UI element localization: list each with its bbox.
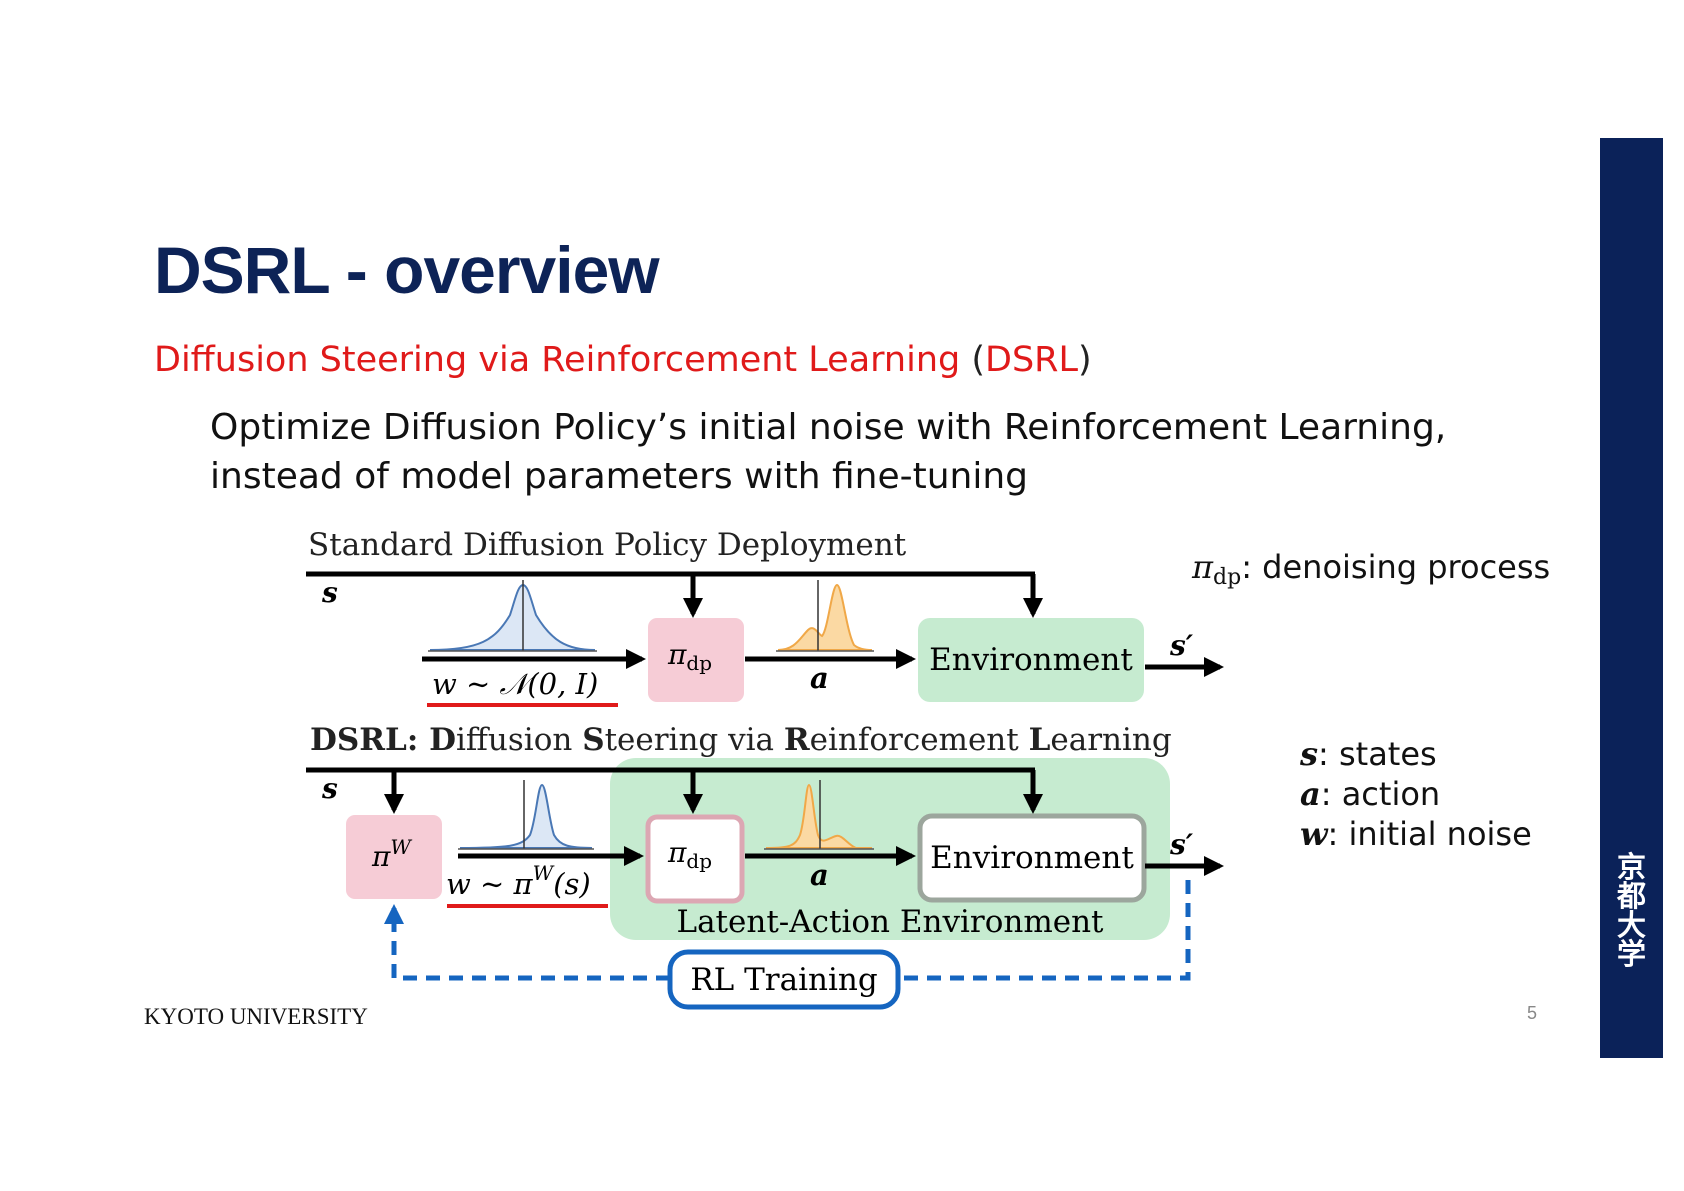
bottom-noise-label: w ∼ πW(s) [446, 861, 591, 901]
legend-action: a: action [1300, 775, 1441, 813]
subtitle-term: Diffusion Steering via Reinforcement Lea… [154, 340, 961, 380]
slide-title: DSRL - overview [154, 233, 660, 307]
steered-noise-curve [459, 783, 593, 849]
steer-policy-label: πW [371, 835, 412, 873]
legend-initial-noise: w: initial noise [1300, 815, 1532, 853]
bottom-state-label: s [321, 772, 338, 805]
bottom-env-box [917, 813, 1147, 903]
action-distribution-curve [777, 583, 873, 651]
top-noise-label: w ∼ 𝒩(0, I) [432, 667, 598, 701]
page-number: 5 [1527, 1003, 1538, 1023]
top-policy-box [648, 618, 744, 702]
rl-training-label: RL Training [690, 962, 877, 998]
subtitle-open-paren: ( [960, 340, 986, 380]
subtitle: Diffusion Steering via Reinforcement Lea… [154, 340, 1092, 380]
body-line-2: instead of model parameters with fine-tu… [210, 456, 1028, 497]
bottom-action-label: a [810, 858, 829, 892]
legend-states: s: states [1300, 735, 1437, 773]
university-side-bar [1600, 138, 1663, 1058]
bottom-policy-label: πdp [667, 836, 712, 873]
top-diagram-title: Standard Diffusion Policy Deployment [308, 527, 907, 563]
rl-training-box [667, 949, 901, 1010]
rl-feedback-dashed-right [900, 880, 1191, 981]
steer-policy-box [346, 815, 442, 899]
subtitle-abbr: DSRL [985, 340, 1079, 380]
top-env-box [918, 618, 1144, 702]
bottom-diagram-title: DSRL: Diffusion Steering via Reinforceme… [310, 722, 1172, 758]
bottom-policy-box [645, 814, 745, 904]
bottom-action-distribution-curve [765, 783, 872, 849]
subtitle-close-paren: ) [1078, 340, 1092, 380]
gaussian-noise-curve [429, 583, 596, 651]
rl-feedback-dashed-left [384, 904, 670, 981]
footer-university-name: KYOTO UNIVERSITY [144, 1004, 368, 1029]
body-text: Optimize Diffusion Policy’s initial nois… [210, 403, 1446, 501]
university-kanji-logo: 京 都 大 学 [1616, 850, 1646, 971]
top-policy-label: πdp [667, 638, 712, 675]
top-next-state-label: s′ [1169, 629, 1194, 662]
top-env-label: Environment [929, 642, 1133, 678]
legend-pi: πdp: denoising process [1192, 548, 1551, 590]
latent-action-env-label: Latent-Action Environment [676, 904, 1104, 940]
bottom-env-label: Environment [930, 840, 1134, 876]
body-line-1: Optimize Diffusion Policy’s initial nois… [210, 407, 1447, 448]
top-state-label: s [321, 576, 338, 609]
bottom-next-state-label: s′ [1169, 828, 1194, 861]
top-action-label: a [810, 661, 829, 695]
